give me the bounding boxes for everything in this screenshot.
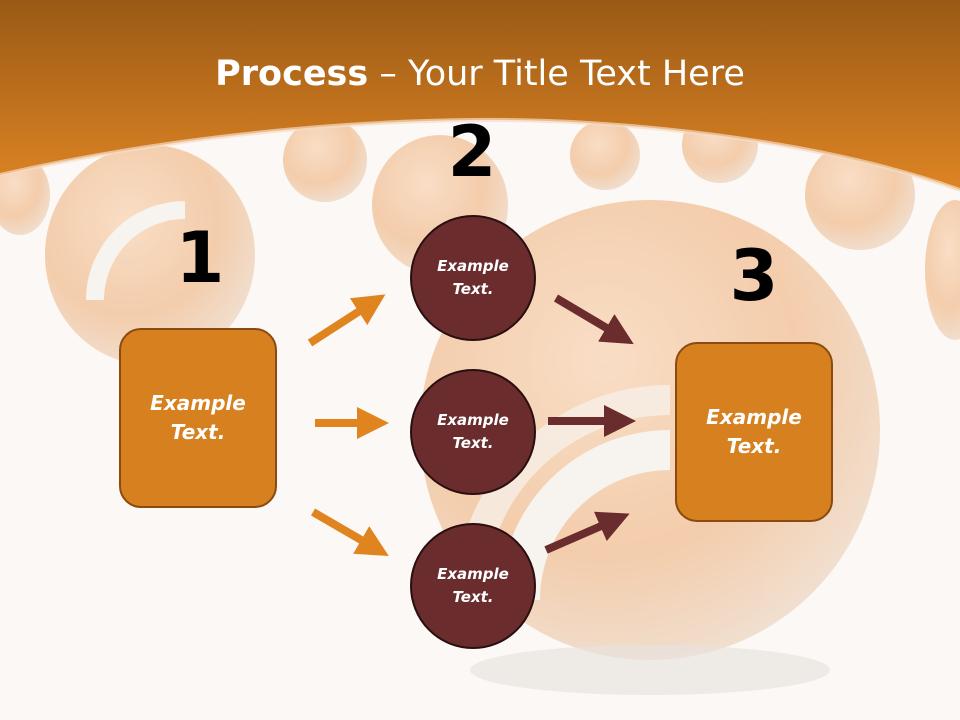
arrow-to-top-circle [307, 294, 386, 347]
header-band [0, 0, 960, 190]
step-box-3-line1: Example [706, 405, 802, 429]
title-rest: – Your Title Text Here [368, 54, 745, 94]
circle-top-line2: Text. [452, 280, 494, 298]
step-number-3: 3 [729, 235, 779, 317]
arrow-bottom-to-box3 [544, 511, 630, 554]
circle-top-line1: Example [437, 257, 509, 275]
step-box-1-line1: Example [150, 391, 246, 415]
circle-middle-line2: Text. [452, 434, 494, 452]
step-number-1: 1 [175, 217, 225, 299]
arrow-top-to-box3 [553, 294, 634, 345]
circle-middle-line1: Example [437, 411, 509, 429]
step-box-1-line2: Text. [170, 420, 226, 444]
slide-title: Process – Your Title Text Here [0, 52, 960, 96]
step-number-2: 2 [447, 111, 497, 193]
circle-bottom-line1: Example [437, 565, 509, 583]
sphere-decoration [0, 107, 960, 695]
step-box-3-line2: Text. [726, 434, 782, 458]
arrow-to-bottom-circle [310, 508, 389, 557]
title-bold: Process [215, 54, 369, 94]
circle-bottom-line2: Text. [452, 588, 494, 606]
